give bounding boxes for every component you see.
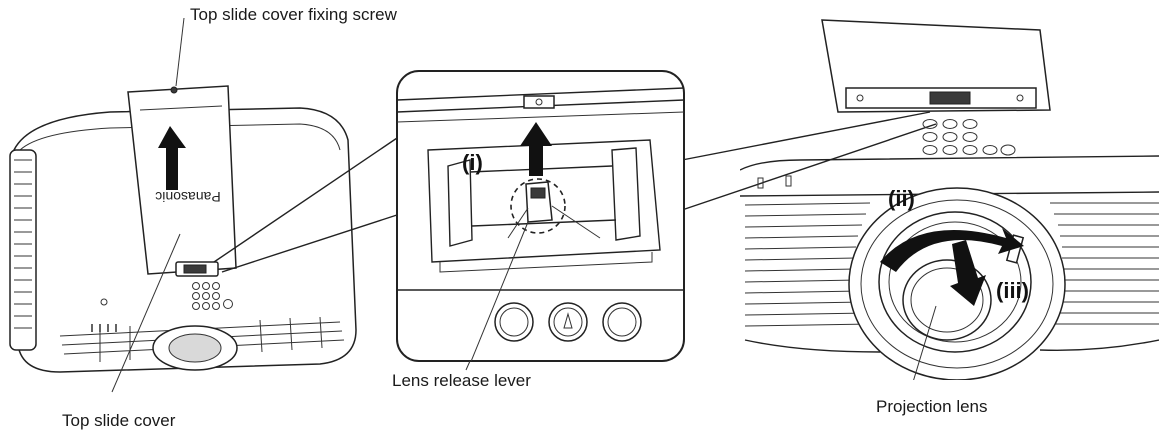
cover-up-arrow-icon <box>158 126 186 190</box>
front-vents <box>744 202 1159 327</box>
callout-line-right-bottom <box>681 123 937 211</box>
projector-overview: Panasonic <box>9 17 357 393</box>
top-slide-cover-label: Top slide cover <box>62 411 176 430</box>
projection-lens-label: Projection lens <box>876 397 988 416</box>
lever-up-arrow-icon <box>520 122 552 176</box>
callout-line-right-top <box>681 111 931 161</box>
callout-line-bottom <box>221 213 401 273</box>
step-iii-label: (iii) <box>996 278 1029 303</box>
top-slide-cover <box>127 85 237 275</box>
lens-release-lever-label: Lens release lever <box>392 371 531 390</box>
brand-logo: Panasonic <box>155 189 220 205</box>
fixing-screw-label: Top slide cover fixing screw <box>190 5 398 24</box>
lever-zoom-inset: (i) <box>396 70 685 371</box>
lever-highlight-circle <box>510 178 566 234</box>
step-i-label: (i) <box>462 150 483 175</box>
projector-front-detail <box>740 19 1159 380</box>
rotate-arrow-icon <box>880 228 1024 272</box>
pull-down-arrow-icon <box>950 240 986 306</box>
side-vent <box>14 159 32 329</box>
callout-line-top <box>213 135 401 263</box>
step-ii-label: (ii) <box>888 186 915 211</box>
fixing-screw-icon <box>170 86 178 94</box>
button-cluster <box>192 282 233 310</box>
control-buttons <box>922 119 1016 156</box>
